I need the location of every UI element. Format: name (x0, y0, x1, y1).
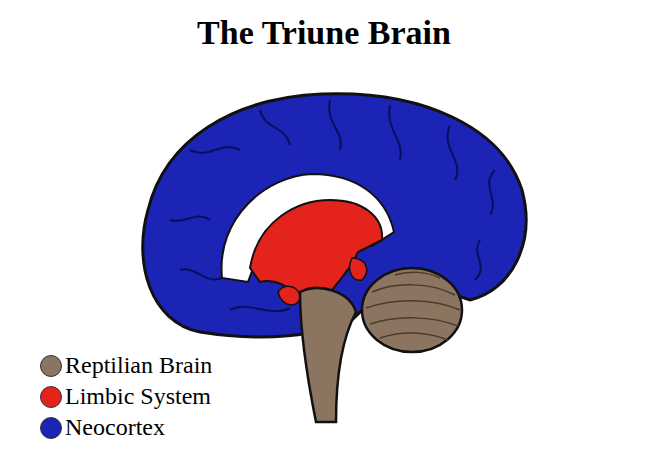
hippocampus-shape (350, 258, 367, 280)
legend-swatch (40, 417, 62, 439)
legend-row: Limbic System (40, 381, 212, 412)
legend-row: Neocortex (40, 412, 212, 443)
amygdala-shape (278, 286, 300, 305)
legend-row: Reptilian Brain (40, 350, 212, 381)
legend: Reptilian BrainLimbic SystemNeocortex (40, 350, 212, 443)
legend-text: Reptilian Brain (65, 352, 212, 379)
legend-swatch (40, 355, 62, 377)
cerebellum-folia (366, 272, 460, 340)
legend-swatch (40, 386, 62, 408)
diagram-title: The Triune Brain (0, 14, 648, 52)
limbic-region (250, 200, 382, 300)
legend-text: Neocortex (65, 414, 165, 441)
cerebellum-shape (362, 268, 462, 352)
brainstem-shape (300, 288, 356, 422)
legend-text: Limbic System (65, 383, 211, 410)
